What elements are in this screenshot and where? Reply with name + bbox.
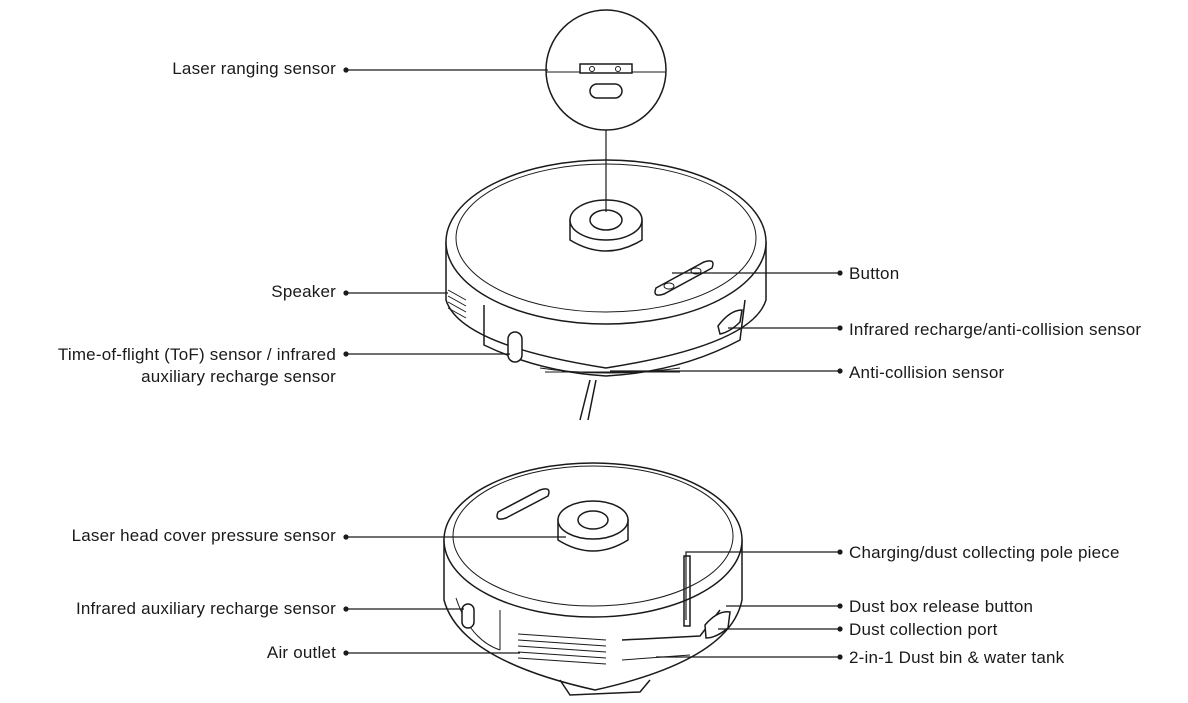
label-anti-collision-sensor: Anti-collision sensor bbox=[849, 363, 1005, 382]
label-infrared-recharge-anticollision: Infrared recharge/anti-collision sensor bbox=[849, 320, 1142, 339]
laser-tower-bottom bbox=[557, 500, 629, 552]
label-laser-head-cover-pressure: Laser head cover pressure sensor bbox=[71, 526, 336, 545]
robot-bottom-view bbox=[443, 462, 743, 696]
label-dust-collection-port: Dust collection port bbox=[849, 620, 998, 639]
ir-side-window bbox=[717, 309, 743, 335]
label-button: Button bbox=[849, 264, 900, 283]
label-laser-ranging-sensor: Laser ranging sensor bbox=[172, 59, 336, 78]
button-panel bbox=[654, 260, 714, 296]
pole-piece bbox=[683, 555, 691, 627]
label-dust-bin-water-tank: 2-in-1 Dust bin & water tank bbox=[849, 648, 1065, 667]
ir-aux-window bbox=[461, 603, 475, 629]
label-speaker: Speaker bbox=[271, 282, 336, 301]
label-tof-sensor-line1: Time-of-flight (ToF) sensor / infrared bbox=[57, 345, 336, 364]
label-air-outlet: Air outlet bbox=[266, 643, 336, 662]
label-tof-sensor-line2: auxiliary recharge sensor bbox=[141, 367, 336, 386]
tof-window bbox=[507, 331, 523, 363]
label-infrared-auxiliary-recharge: Infrared auxiliary recharge sensor bbox=[75, 599, 336, 618]
speaker-grill bbox=[447, 289, 467, 319]
side-brush bbox=[579, 379, 597, 421]
air-outlet-grill bbox=[517, 633, 607, 665]
dust-collection-port bbox=[704, 611, 731, 639]
leader-lines bbox=[343, 67, 843, 660]
button-panel-bottom bbox=[496, 488, 550, 520]
label-dust-box-release: Dust box release button bbox=[849, 597, 1034, 616]
label-charging-pole-piece: Charging/dust collecting pole piece bbox=[849, 543, 1120, 562]
